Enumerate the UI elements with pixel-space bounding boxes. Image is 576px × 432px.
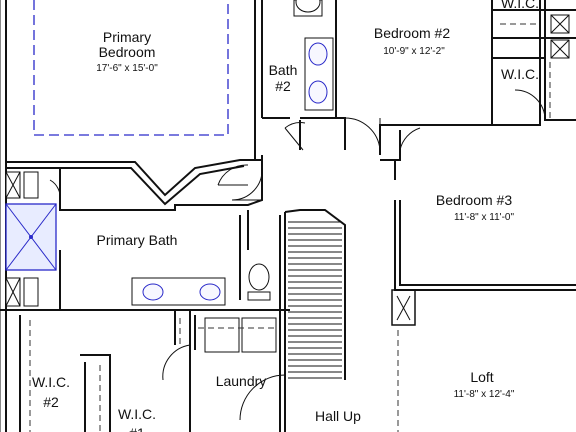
toilet-bowl-icon	[248, 263, 270, 291]
loft-label: Loft	[470, 369, 493, 385]
sink-icon	[308, 80, 328, 104]
wic2-label: W.I.C.	[32, 374, 70, 390]
bath2-label: Bath	[269, 62, 298, 78]
tray-ceiling-outline	[33, 0, 229, 136]
primary-bath-label: Primary Bath	[97, 232, 178, 248]
bedroom3-label: Bedroom #3	[436, 192, 512, 208]
dryer	[241, 317, 277, 353]
wic-top-label: W.I.C.	[501, 0, 539, 11]
wic1-label: W.I.C.	[118, 406, 156, 422]
washer	[204, 317, 240, 353]
primary-bedroom-label: Primary	[103, 29, 151, 45]
bedroom3-dims: 11'-8" x 11'-0"	[454, 212, 514, 223]
bedroom2-label: Bedroom #2	[374, 25, 450, 41]
loft-dims: 11'-8" x 12'-4"	[454, 389, 515, 400]
sink-icon	[199, 283, 221, 301]
wic-right-label: W.I.C.	[501, 66, 539, 82]
wic2-label-2: #2	[43, 394, 59, 410]
sink-icon	[308, 42, 328, 66]
wic1-label-2: #1	[129, 425, 145, 432]
bedroom2-dims: 10'-9" x 12'-2"	[383, 46, 445, 57]
laundry-label: Laundry	[216, 373, 267, 389]
primary-bedroom-dims: 17'-6" x 15'-0"	[96, 63, 158, 74]
hall-label: Hall Up	[315, 408, 361, 424]
doors	[49, 89, 546, 421]
fixtures	[5, 0, 570, 432]
toilet-tank-icon	[247, 291, 271, 301]
toilet-icon	[295, 0, 321, 13]
bath2-label-2: #2	[275, 78, 291, 94]
room-labels: Primary Bedroom 17'-6" x 15'-0" Bath #2 …	[32, 0, 539, 432]
staircase	[288, 221, 342, 379]
primary-bedroom-label-2: Bedroom	[99, 44, 156, 60]
sink-icon	[142, 283, 164, 301]
